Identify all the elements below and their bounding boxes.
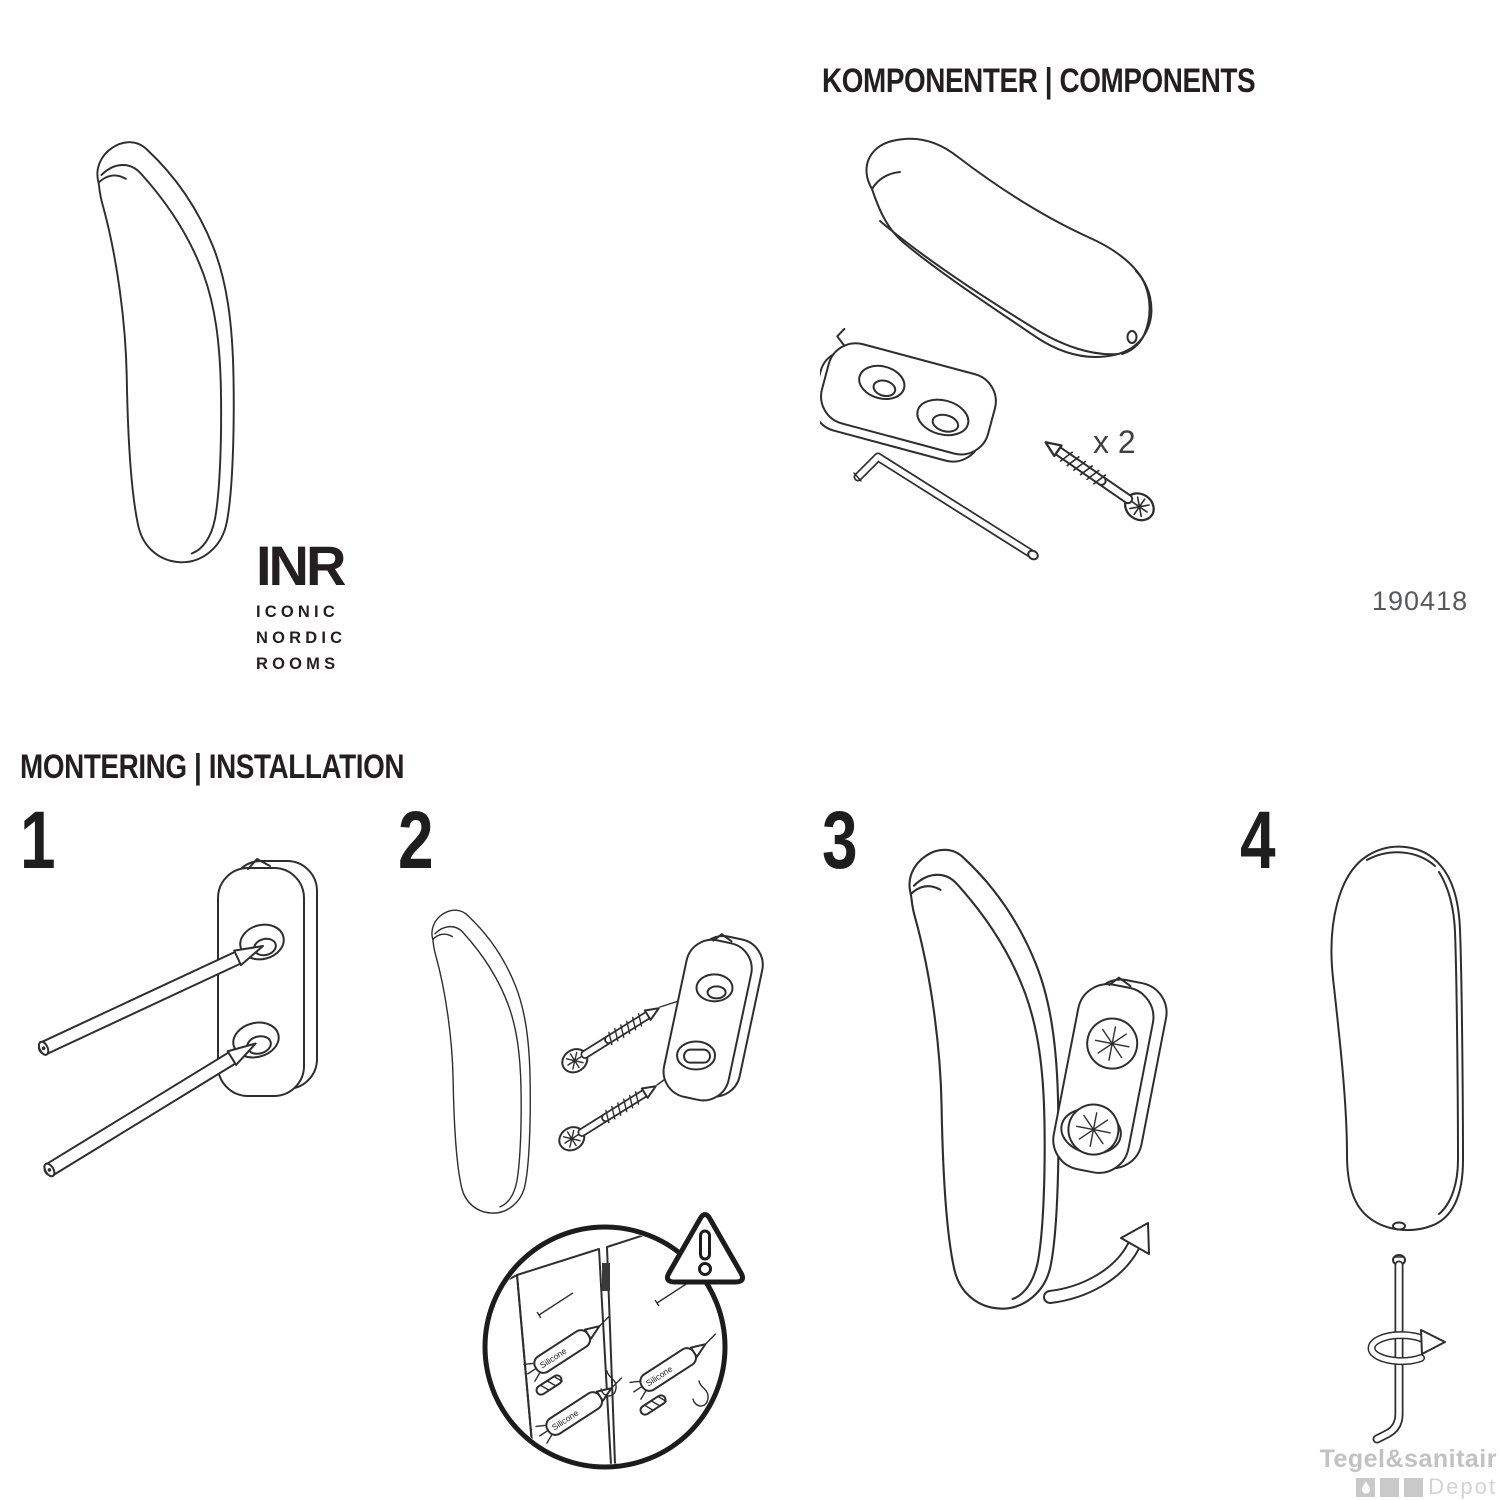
inr-logo-text: INR: [256, 534, 346, 597]
silicone-cartridge: Silicone: [523, 1315, 611, 1382]
hook-drawing: [908, 848, 1060, 1310]
retailer-name: Tegel&sanitair: [1319, 1445, 1497, 1473]
hook-silhouette: [600, 1370, 617, 1397]
wall-plate-part: [820, 327, 997, 463]
wall-plate: [217, 858, 318, 1097]
step-3-illustration: [908, 848, 1168, 1310]
droplet-icon: [1356, 1477, 1376, 1497]
screw: [555, 1077, 662, 1155]
swing-arrow-icon: [1043, 1222, 1150, 1304]
screw-thin: [536, 1292, 574, 1319]
retailer-watermark: Tegel&sanitair Depot: [1320, 1447, 1497, 1498]
set-screw: [1392, 1221, 1406, 1231]
logo-square: [1380, 1477, 1400, 1497]
inr-tagline: ICONIC NORDIC ROOMS: [256, 600, 346, 677]
warning-icon: [665, 1212, 745, 1285]
retailer-suffix: Depot: [1428, 1474, 1497, 1499]
step-3-number: 3: [822, 795, 858, 886]
rotation-arrow-icon: [1367, 1329, 1446, 1366]
wall-plug: [535, 1374, 563, 1396]
wall-plug: [639, 1394, 667, 1416]
allen-key: [1372, 1254, 1406, 1444]
step-1-number: 1: [20, 795, 56, 886]
inr-tagline-line2: NORDIC: [256, 628, 347, 647]
step-1-illustration: [37, 858, 318, 1178]
inr-tagline-line1: ICONIC: [256, 603, 339, 622]
screw-count-label: x 2: [1093, 424, 1136, 460]
step-2-illustration: Silicone Silicone: [431, 909, 764, 1470]
silicone-detail: Silicone Silicone: [482, 1212, 745, 1470]
pozidriv-screw-head: [1076, 1112, 1111, 1147]
installation-heading: MONTERING | INSTALLATION: [20, 748, 405, 786]
mounted-plate: [1052, 976, 1168, 1174]
retailer-logo-row: Depot: [1320, 1476, 1497, 1498]
pencil: [43, 1042, 257, 1178]
hook-part: [865, 137, 1153, 358]
inr-tagline-line3: ROOMS: [256, 654, 340, 673]
pozidriv-screw-head: [1094, 1026, 1130, 1061]
allen-key-part: [853, 452, 1039, 561]
pencil: [37, 945, 264, 1056]
screw-thin: [654, 1280, 692, 1307]
hook-drawing: [96, 141, 235, 564]
hook-drawing: [431, 909, 531, 1214]
components-illustration: [820, 137, 1190, 561]
inr-logo: INR ICONIC NORDIC ROOMS: [256, 534, 346, 677]
logo-square: [1404, 1477, 1424, 1497]
components-heading: KOMPONENTER | COMPONENTS: [822, 62, 1256, 100]
hook-front-view: [1330, 845, 1464, 1232]
step-4-illustration: [1330, 845, 1464, 1444]
step-4-number: 4: [1240, 795, 1276, 886]
doc-number: 190418: [1372, 586, 1469, 616]
step-2-number: 2: [398, 795, 434, 886]
wall-plate: [662, 933, 764, 1102]
product-hook-illustration: [96, 141, 235, 564]
screw: [558, 999, 665, 1077]
hook-silhouette: [692, 1380, 709, 1407]
